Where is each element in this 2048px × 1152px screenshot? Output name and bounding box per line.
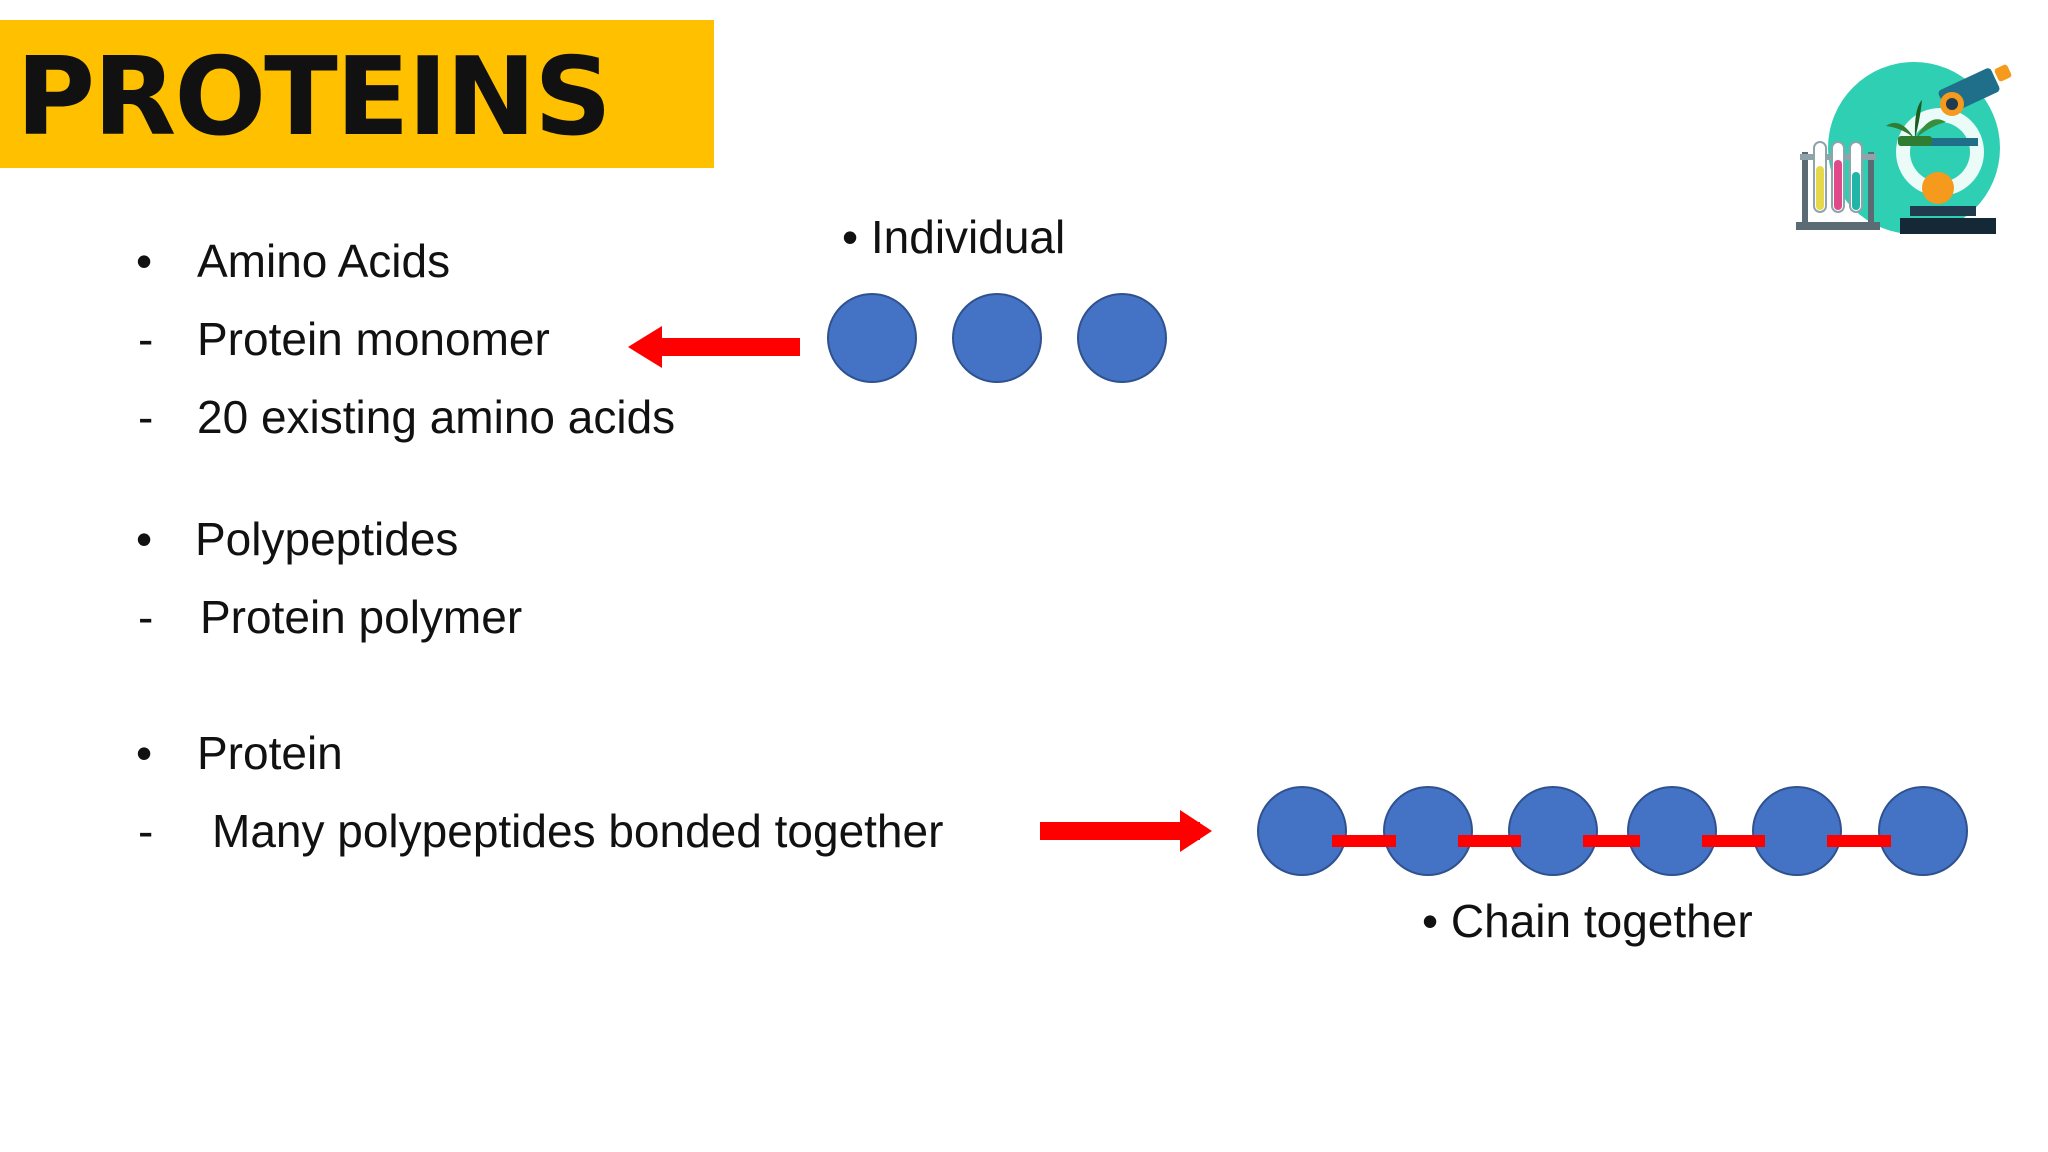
chain-together-label: • Chain together xyxy=(1422,895,1753,947)
chain-amino-acid-circle xyxy=(1383,786,1473,876)
amino-acids-item-1-marker: - xyxy=(138,313,154,365)
peptide-bond xyxy=(1702,835,1765,847)
section-protein-bullet: • xyxy=(136,727,153,779)
arrow-to-monomer xyxy=(628,326,800,368)
arrow-head-right xyxy=(1180,810,1212,852)
individual-amino-acids xyxy=(827,293,1167,383)
individual-label: • Individual xyxy=(842,211,1066,263)
chain-amino-acid-circle xyxy=(1508,786,1598,876)
section-amino-acids-bullet: • xyxy=(136,235,153,287)
amino-acids-item-1: Protein monomer xyxy=(197,313,550,365)
amino-acid-circle xyxy=(1077,293,1167,383)
amino-acid-circle xyxy=(827,293,917,383)
polypeptides-item-1-marker: - xyxy=(138,591,154,643)
amino-acids-item-2-marker: - xyxy=(138,391,154,443)
chain-amino-acid-circle xyxy=(1878,786,1968,876)
title-banner: PROTEINS xyxy=(0,20,714,168)
arrow-to-chain xyxy=(1040,810,1212,852)
section-polypeptides-bullet: • xyxy=(136,513,153,565)
protein-item-1: Many polypeptides bonded together xyxy=(212,805,944,857)
polypeptides-item-1: Protein polymer xyxy=(200,591,523,643)
protein-item-1-marker: - xyxy=(138,805,154,857)
arrow-shaft xyxy=(1040,822,1200,840)
amino-acid-circle xyxy=(952,293,1042,383)
peptide-bond xyxy=(1458,835,1521,847)
peptide-bond xyxy=(1827,835,1891,847)
section-protein-heading: Protein xyxy=(197,727,343,779)
chain-amino-acid-circle xyxy=(1752,786,1842,876)
peptide-bond xyxy=(1583,835,1640,847)
arrow-head-left xyxy=(628,326,662,368)
chain-amino-acid-circle xyxy=(1257,786,1347,876)
microscope-lab-icon xyxy=(1790,56,2020,246)
section-amino-acids-heading: Amino Acids xyxy=(197,235,451,287)
slide-title: PROTEINS xyxy=(16,35,612,160)
arrow-shaft xyxy=(650,338,800,356)
peptide-bond xyxy=(1332,835,1396,847)
amino-acid-chain xyxy=(1257,786,1968,876)
section-polypeptides-heading: Polypeptides xyxy=(195,513,459,565)
chain-amino-acid-circle xyxy=(1627,786,1717,876)
amino-acids-item-2: 20 existing amino acids xyxy=(197,391,676,443)
